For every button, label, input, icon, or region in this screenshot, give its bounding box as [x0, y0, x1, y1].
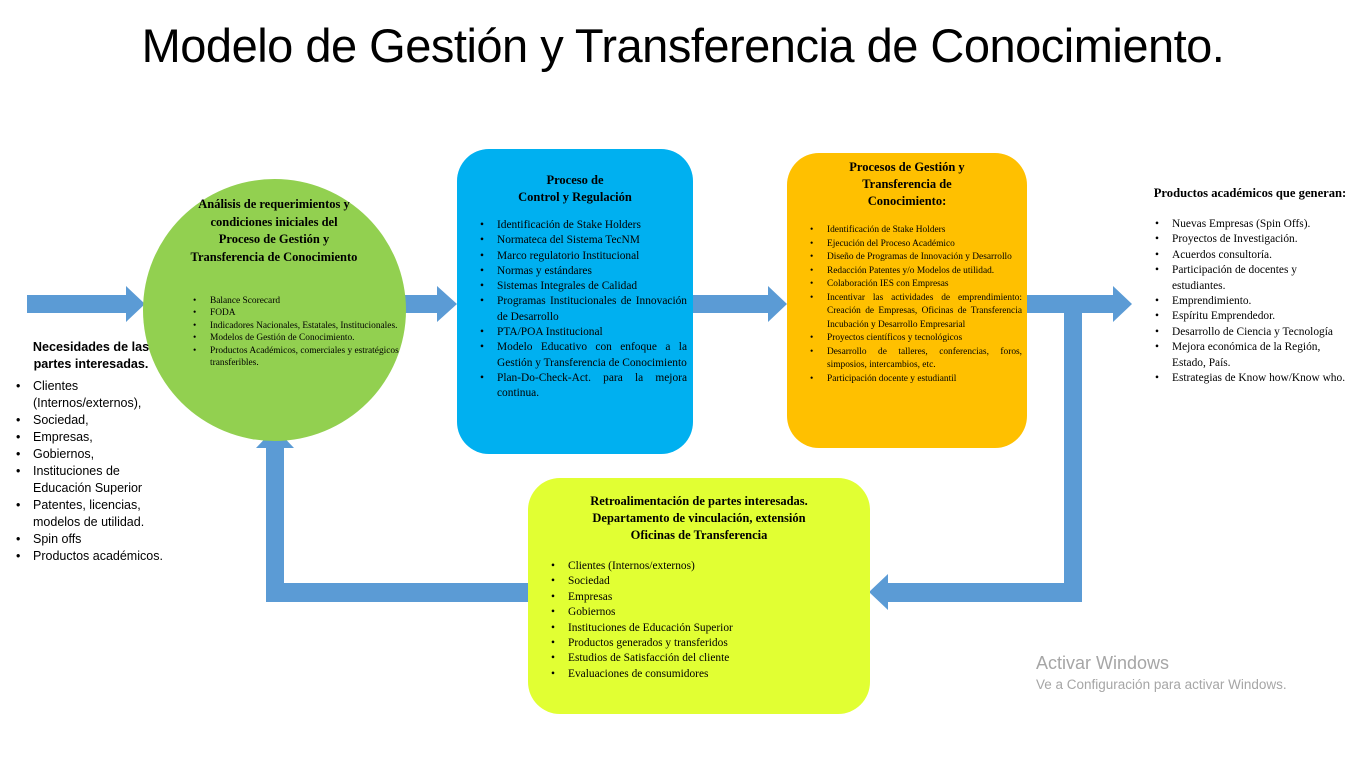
control-header-line: Proceso de — [546, 173, 604, 187]
list-item: Instituciones de Educación Superior — [16, 463, 164, 497]
list-item: Productos generados y transferidos — [551, 636, 868, 652]
arrow-control-to-management — [693, 286, 787, 322]
list-item: Gobiernos — [551, 605, 868, 621]
list-item: Modelos de Gestión de Conocimiento. — [193, 332, 400, 345]
list-item: Normateca del Sistema TecNM — [480, 233, 687, 249]
list-item: Clientes (Internos/externos) — [551, 559, 868, 575]
list-item: Gobiernos, — [16, 446, 164, 463]
list-item: Instituciones de Educación Superior — [551, 621, 868, 637]
feedback-header-line: Departamento de vinculación, extensión — [592, 511, 806, 525]
list-item: Acuerdos consultoría. — [1155, 248, 1350, 264]
feedback-header: Retroalimentación de partes interesadas.… — [528, 493, 870, 544]
list-item: FODA — [193, 307, 400, 320]
list-item: Identificación de Stake Holders — [810, 224, 1022, 238]
watermark-subtitle: Ve a Configuración para activar Windows. — [1036, 677, 1287, 692]
list-item: Desarrollo de talleres, conferencias, fo… — [810, 346, 1022, 373]
list-item: Programas Institucionales de Innovación … — [480, 294, 687, 325]
analysis-circle: Análisis de requerimientos y condiciones… — [143, 179, 406, 441]
needs-list: Clientes (Internos/externos), Sociedad, … — [14, 378, 164, 565]
list-item: Patentes, licencias, modelos de utilidad… — [16, 497, 164, 531]
list-item: Productos Académicos, comerciales y estr… — [193, 345, 400, 370]
list-item: Espíritu Emprendedor. — [1155, 309, 1350, 325]
list-item: Empresas — [551, 590, 868, 606]
control-list: Identificación de Stake Holders Normatec… — [480, 218, 687, 402]
list-item: Participación de docentes y estudiantes. — [1155, 263, 1350, 294]
control-regulation-box: Proceso de Control y Regulación Identifi… — [457, 149, 693, 454]
products-header: Productos académicos que generan: — [1153, 186, 1347, 200]
list-item: Colaboración IES con Empresas — [810, 278, 1022, 292]
list-item: Normas y estándares — [480, 264, 687, 280]
management-header: Procesos de Gestión y Transferencia de C… — [849, 160, 965, 208]
list-item: Redacción Patentes y/o Modelos de utilid… — [810, 265, 1022, 279]
control-header-line: Control y Regulación — [518, 190, 632, 204]
list-item: Balance Scorecard — [193, 295, 400, 308]
list-item: Incentivar las actividades de emprendimi… — [810, 292, 1022, 333]
analysis-list: Balance Scorecard FODA Indicadores Nacio… — [192, 295, 400, 369]
control-header: Proceso de Control y Regulación — [457, 172, 693, 206]
list-item: Emprendimiento. — [1155, 294, 1350, 310]
diagram-title: Modelo de Gestión y Transferencia de Con… — [141, 19, 1225, 72]
list-item: Identificación de Stake Holders — [480, 218, 687, 234]
analysis-header: Análisis de requerimientos y condiciones… — [190, 197, 358, 264]
management-transfer-box: Procesos de Gestión y Transferencia de C… — [787, 153, 1027, 448]
list-item: Plan-Do-Check-Act. para la mejora contin… — [480, 371, 687, 402]
list-item: Proyectos de Investigación. — [1155, 232, 1350, 248]
list-item: Estrategias de Know how/Know who. — [1155, 371, 1350, 387]
activation-watermark: Activar Windows Ve a Configuración para … — [1036, 652, 1287, 694]
list-item: Marco regulatorio Institucional — [480, 249, 687, 265]
list-item: Sistemas Integrales de Calidad — [480, 279, 687, 295]
list-item: Modelo Educativo con enfoque a la Gestió… — [480, 340, 687, 371]
list-item: Participación docente y estudiantil — [810, 373, 1022, 387]
stakeholder-needs: Necesidades de las partes interesadas. C… — [14, 339, 164, 565]
list-item: Sociedad — [551, 574, 868, 590]
feedback-box: Retroalimentación de partes interesadas.… — [528, 478, 870, 714]
input-arrow — [27, 286, 145, 322]
academic-products: Productos académicos que generan: Nuevas… — [1150, 185, 1350, 387]
list-item: Spin offs — [16, 531, 164, 548]
list-item: Empresas, — [16, 429, 164, 446]
list-item: Proyectos científicos y tecnológicos — [810, 332, 1022, 346]
list-item: Productos académicos. — [16, 548, 164, 565]
list-item: Desarrollo de Ciencia y Tecnología — [1155, 325, 1350, 341]
list-item: Mejora económica de la Región, Estado, P… — [1155, 340, 1350, 371]
list-item: Sociedad, — [16, 412, 164, 429]
watermark-title: Activar Windows — [1036, 653, 1170, 673]
needs-header: Necesidades de las partes interesadas. — [32, 340, 150, 371]
arrow-analysis-to-control — [404, 286, 457, 322]
list-item: Diseño de Programas de Innovación y Desa… — [810, 251, 1022, 265]
feedback-header-line: Retroalimentación de partes interesadas. — [590, 494, 808, 508]
list-item: Nuevas Empresas (Spin Offs). — [1155, 217, 1350, 233]
list-item: Evaluaciones de consumidores — [551, 667, 868, 683]
feedback-to-analysis-arrow — [256, 428, 528, 602]
list-item: Estudios de Satisfacción del cliente — [551, 651, 868, 667]
feedback-list: Clientes (Internos/externos) Sociedad Em… — [551, 559, 868, 683]
feedback-header-line: Oficinas de Transferencia — [630, 528, 768, 542]
products-list: Nuevas Empresas (Spin Offs). Proyectos d… — [1150, 217, 1350, 387]
management-list: Identificación de Stake Holders Ejecució… — [810, 224, 1022, 386]
list-item: PTA/POA Institucional — [480, 325, 687, 341]
list-item: Ejecución del Proceso Académico — [810, 238, 1022, 252]
list-item: Clientes (Internos/externos), — [16, 378, 164, 412]
list-item: Indicadores Nacionales, Estatales, Insti… — [193, 320, 400, 333]
